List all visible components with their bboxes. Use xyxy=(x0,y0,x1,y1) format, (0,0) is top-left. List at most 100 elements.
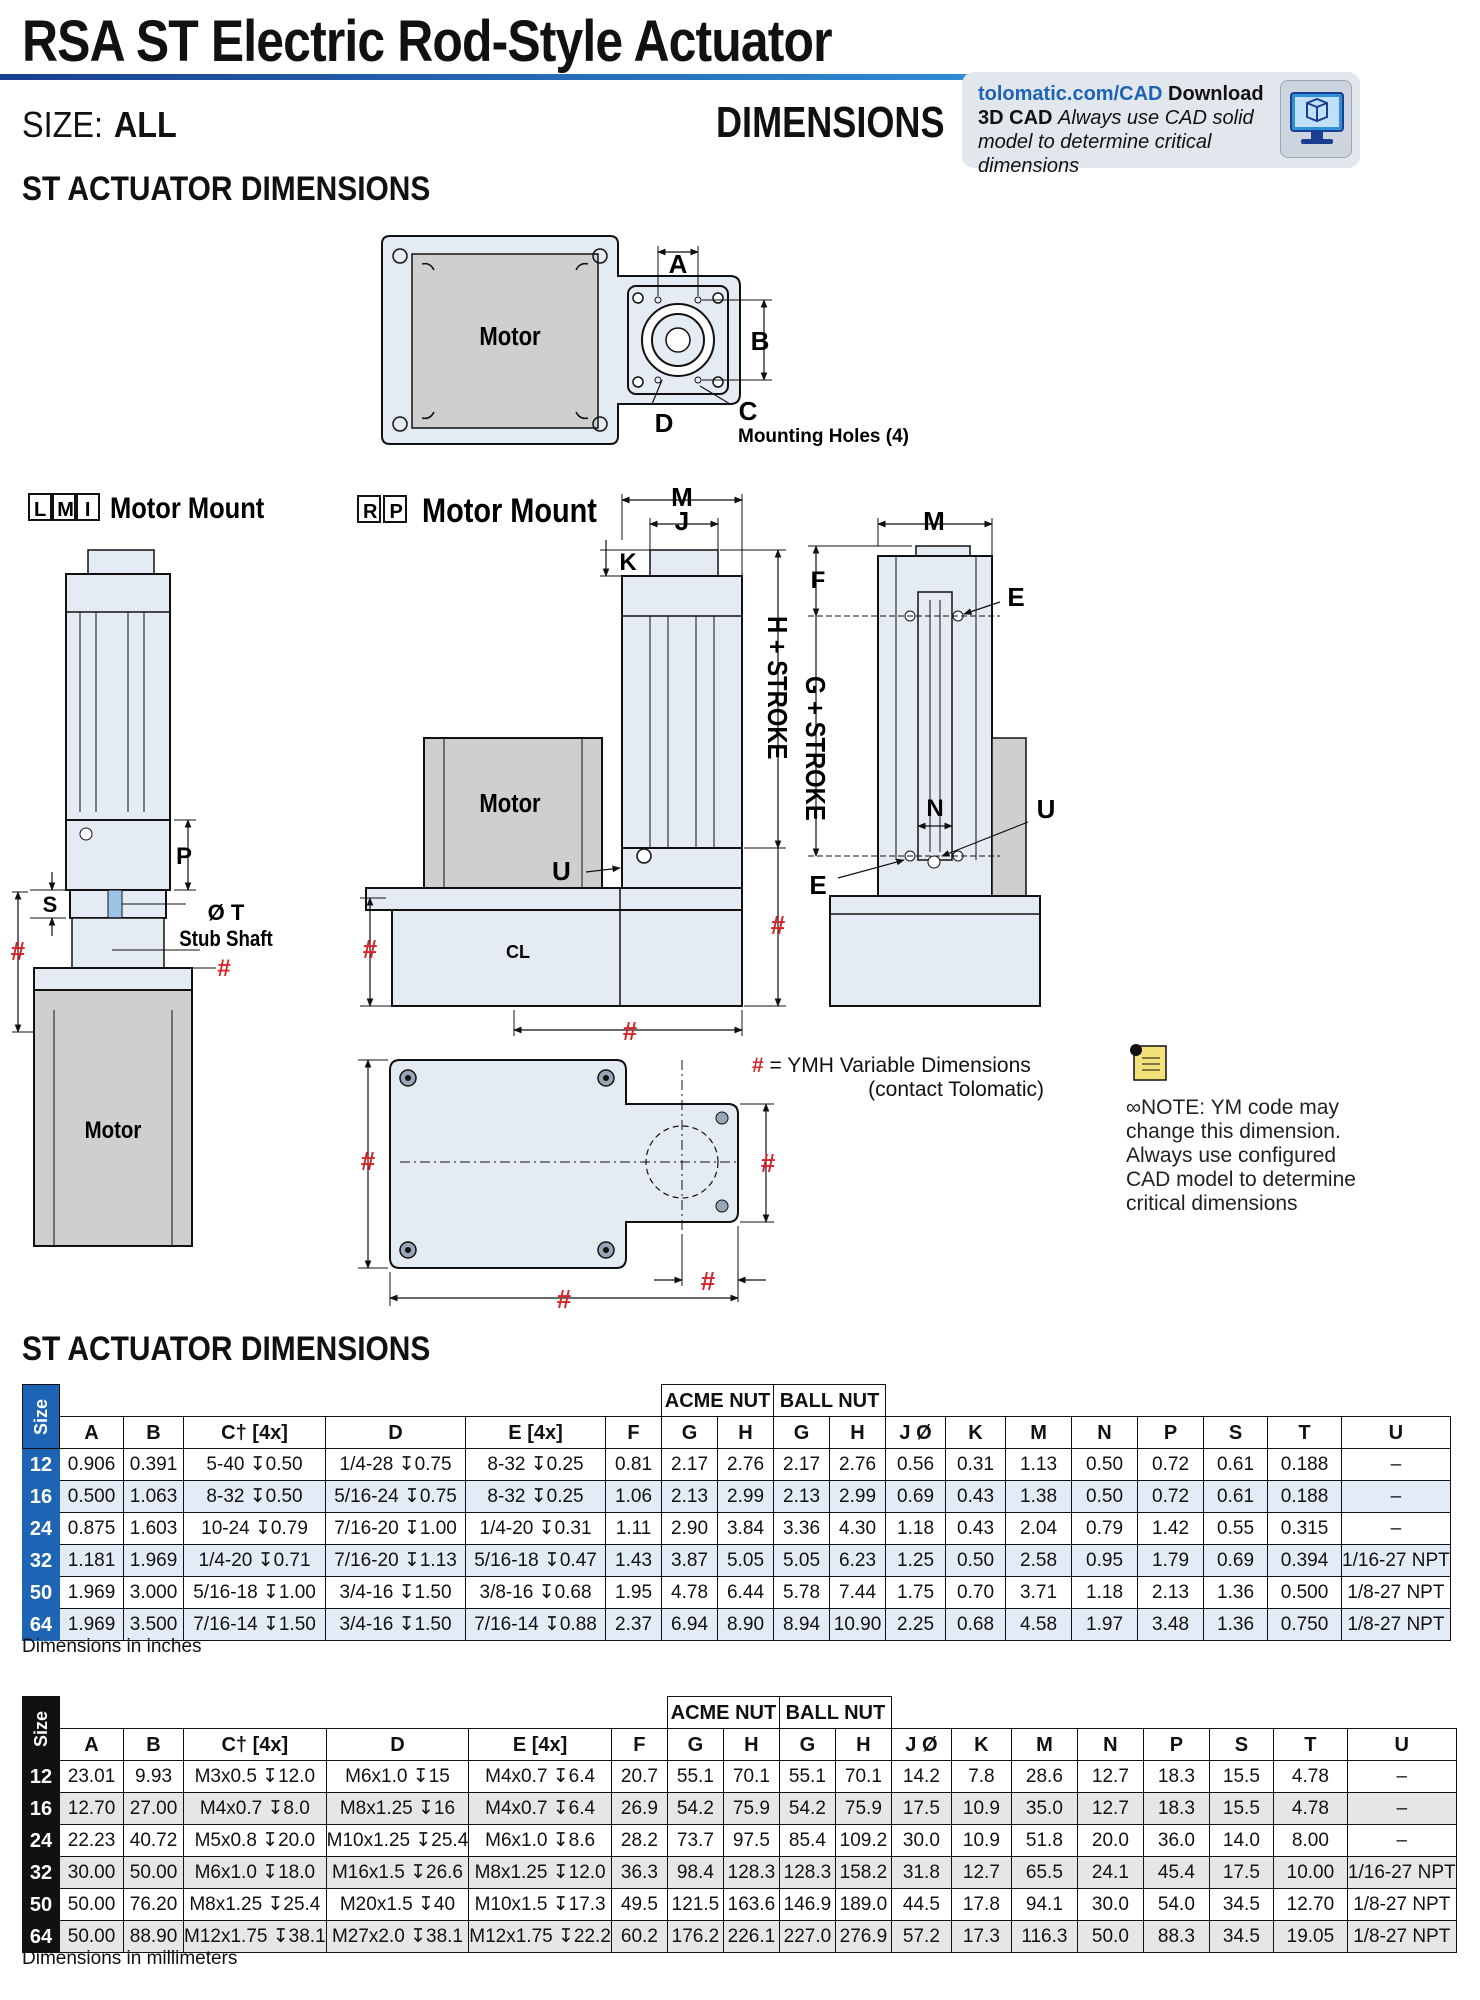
table-cell: 0.50 xyxy=(945,1544,1007,1577)
table-cell: 0.72 xyxy=(1137,1480,1205,1513)
table-cell: 54.0 xyxy=(1142,1888,1210,1921)
column-header: T xyxy=(1272,1728,1348,1761)
rp-code: RP xyxy=(363,501,415,523)
table-cell: 45.4 xyxy=(1142,1856,1210,1889)
cad-note: Always use CAD solid model to determine … xyxy=(978,107,1254,177)
table-cell: 1.97 xyxy=(1071,1608,1139,1641)
table-cell: 10.9 xyxy=(950,1792,1012,1825)
table-cell: 60.2 xyxy=(610,1920,668,1953)
table-cell: 163.6 xyxy=(722,1888,780,1921)
table-cell: 1.13 xyxy=(1005,1448,1073,1481)
table-cell: 3.87 xyxy=(661,1544,719,1577)
column-header: U xyxy=(1346,1728,1457,1761)
column-header: S xyxy=(1203,1416,1269,1449)
table-cell: 1.181 xyxy=(59,1544,125,1577)
table-cell: 27.00 xyxy=(123,1792,185,1825)
table-cell: 2.25 xyxy=(885,1608,947,1641)
table-cell: 1.95 xyxy=(605,1576,663,1609)
column-header: J Ø xyxy=(885,1416,947,1449)
table-cell: 7/16-14 ↧0.88 xyxy=(465,1608,607,1641)
table-cell: 17.3 xyxy=(950,1920,1012,1953)
table-cell: 1.42 xyxy=(1137,1512,1205,1545)
table-cell: 2.13 xyxy=(773,1480,831,1513)
table-cell: 10.90 xyxy=(829,1608,887,1641)
dimensions-heading: DIMENSIONS xyxy=(716,98,945,147)
rp-variable-dim-1: # xyxy=(771,910,786,940)
end-dim-e-bottom-label: E xyxy=(809,870,826,900)
table-cell: 2.90 xyxy=(661,1512,719,1545)
table-cell: M6x1.0 ↧18.0 xyxy=(183,1856,327,1889)
table-cell: 10.9 xyxy=(950,1824,1012,1857)
table-cell: 55.1 xyxy=(778,1760,836,1793)
table-cell: 0.55 xyxy=(1203,1512,1269,1545)
column-header: K xyxy=(945,1416,1007,1449)
size-cell: 16 xyxy=(21,1792,61,1825)
table-cell: 7/16-20 ↧1.13 xyxy=(325,1544,467,1577)
end-dim-m-label: M xyxy=(923,506,945,536)
table-cell: 70.1 xyxy=(722,1760,780,1793)
column-header: P xyxy=(1137,1416,1205,1449)
acme-nut-header: ACME NUT xyxy=(666,1696,780,1729)
table-cell: 2.76 xyxy=(717,1448,775,1481)
table-cell: 54.2 xyxy=(666,1792,724,1825)
column-header: K xyxy=(950,1728,1012,1761)
rp-centerline: CL xyxy=(506,942,530,962)
table-cell: 8.90 xyxy=(717,1608,775,1641)
table-cell: 4.58 xyxy=(1005,1608,1073,1641)
column-header: G xyxy=(666,1728,724,1761)
column-header: M xyxy=(1010,1728,1078,1761)
cad-download-icon[interactable] xyxy=(1280,80,1352,158)
table-cell: 44.5 xyxy=(890,1888,952,1921)
column-header: J Ø xyxy=(890,1728,952,1761)
table-cell: 4.78 xyxy=(1272,1760,1348,1793)
table-cell: 109.2 xyxy=(834,1824,892,1857)
table-cell: M4x0.7 ↧6.4 xyxy=(468,1792,612,1825)
size-cell: 50 xyxy=(21,1576,61,1609)
table-cell: 7.44 xyxy=(829,1576,887,1609)
size-cell: 50 xyxy=(21,1888,61,1921)
table-cell: 0.72 xyxy=(1137,1448,1205,1481)
table-cell: 1/4-28 ↧0.75 xyxy=(325,1448,467,1481)
table-cell: 34.5 xyxy=(1208,1888,1274,1921)
table-cell: 1.063 xyxy=(123,1480,185,1513)
legend-text-1: = YMH Variable Dimensions xyxy=(769,1054,1031,1077)
cad-link[interactable]: tolomatic.com/CAD xyxy=(978,83,1163,105)
end-dim-u-label: U xyxy=(1037,794,1056,824)
table-cell: 158.2 xyxy=(834,1856,892,1889)
table-cell: 0.69 xyxy=(1203,1544,1269,1577)
table-cell: 14.2 xyxy=(890,1760,952,1793)
table-cell: 0.188 xyxy=(1267,1480,1343,1513)
table-cell: – xyxy=(1346,1792,1457,1825)
table-cell: 0.81 xyxy=(605,1448,663,1481)
size-cell: 64 xyxy=(21,1608,61,1641)
cad-download-banner[interactable]: tolomatic.com/CAD Download 3D CAD Always… xyxy=(962,72,1360,177)
table-cell: 75.9 xyxy=(834,1792,892,1825)
column-header: A xyxy=(59,1416,125,1449)
table-cell: 4.30 xyxy=(829,1512,887,1545)
size-cell: 16 xyxy=(21,1480,61,1513)
table-cell: 7/16-14 ↧1.50 xyxy=(183,1608,327,1641)
table-cell: 1.43 xyxy=(605,1544,663,1577)
table-cell: 31.8 xyxy=(890,1856,952,1889)
table-cell: 51.8 xyxy=(1010,1824,1078,1857)
table-cell: 12.7 xyxy=(1076,1792,1144,1825)
table-cell: 23.01 xyxy=(59,1760,125,1793)
column-header: G xyxy=(661,1416,719,1449)
table-cell: 5.05 xyxy=(773,1544,831,1577)
table-cell: 227.0 xyxy=(778,1920,836,1953)
table-cell: 5.78 xyxy=(773,1576,831,1609)
dim-t-label: Ø T xyxy=(208,900,245,925)
table-cell: 73.7 xyxy=(666,1824,724,1857)
size-cell: 12 xyxy=(21,1448,61,1481)
table-cell: 0.70 xyxy=(945,1576,1007,1609)
lmi-variable-dim: # xyxy=(11,936,26,966)
note-icon xyxy=(1130,1044,1167,1081)
table-cell: 18.3 xyxy=(1142,1792,1210,1825)
table-cell: 50.00 xyxy=(123,1856,185,1889)
column-header: M xyxy=(1005,1416,1073,1449)
